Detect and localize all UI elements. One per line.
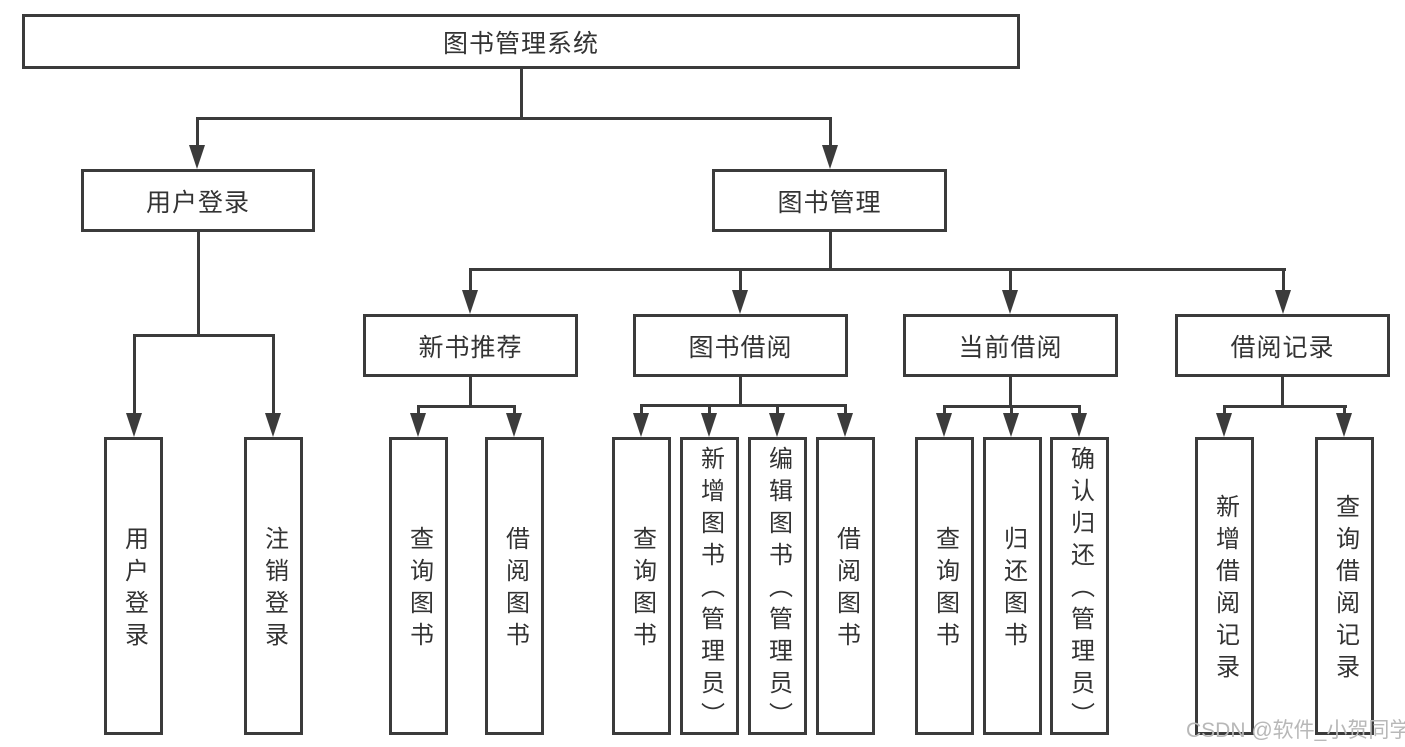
leaf-borrow-books-borrowing: 借阅图书: [816, 437, 875, 735]
arrow-down-icon: [1336, 413, 1352, 437]
leaf-label: 注销登录: [260, 526, 288, 654]
node-label: 用户登录: [145, 188, 250, 217]
connector-line: [640, 407, 643, 414]
arrow-down-icon: [701, 413, 717, 437]
node-book-borrowing: 图书借阅: [633, 314, 848, 377]
connector-line: [739, 271, 742, 291]
leaf-logout: 注销登录: [244, 437, 303, 735]
leaf-add-book-admin: 新增图书（管理员）: [680, 437, 739, 735]
connector-line: [197, 232, 200, 336]
connector-line: [272, 337, 275, 414]
node-label: 当前借阅: [958, 333, 1063, 362]
connector-line: [133, 334, 275, 337]
leaf-add-borrow-record: 新增借阅记录: [1195, 437, 1254, 735]
connector-line: [1223, 408, 1226, 414]
leaf-query-books-recommend: 查询图书: [389, 437, 448, 735]
leaf-query-books-borrowing: 查询图书: [612, 437, 671, 735]
node-new-book-recommendation: 新书推荐: [363, 314, 578, 377]
arrow-down-icon: [1003, 413, 1019, 437]
arrow-down-icon: [506, 413, 522, 437]
connector-line: [1282, 271, 1285, 291]
leaf-label: 新增图书（管理员）: [696, 446, 724, 734]
arrow-down-icon: [410, 413, 426, 437]
leaf-label: 查询图书: [931, 526, 959, 654]
arrow-down-icon: [769, 413, 785, 437]
connector-line: [1009, 271, 1012, 291]
arrow-down-icon: [822, 145, 838, 169]
node-user-login: 用户登录: [81, 169, 315, 232]
connector-line: [1281, 377, 1284, 407]
connector-line: [513, 408, 516, 414]
arrow-down-icon: [1216, 413, 1232, 437]
connector-line: [469, 377, 472, 407]
connector-line: [1223, 405, 1347, 408]
connector-line: [196, 117, 832, 120]
node-label: 新书推荐: [418, 333, 523, 362]
connector-line: [133, 337, 136, 414]
leaf-label: 借阅图书: [832, 526, 860, 654]
node-label: 借阅记录: [1230, 333, 1335, 362]
leaf-query-books-current: 查询图书: [915, 437, 974, 735]
connector-line: [1010, 408, 1013, 414]
leaf-label: 查询图书: [628, 526, 656, 654]
csdn-watermark: CSDN @软件_小贺同学: [1186, 719, 1405, 742]
leaf-label: 新增借阅记录: [1211, 494, 1239, 686]
connector-line: [739, 377, 742, 406]
node-book-management: 图书管理: [712, 169, 947, 232]
connector-line: [196, 119, 199, 146]
connector-line: [417, 408, 420, 414]
node-current-borrowing: 当前借阅: [903, 314, 1118, 377]
node-borrowing-records: 借阅记录: [1175, 314, 1390, 377]
leaf-return-books: 归还图书: [983, 437, 1042, 735]
node-root-library-management-system: 图书管理系统: [22, 14, 1020, 69]
leaf-label: 编辑图书（管理员）: [764, 446, 792, 734]
arrow-down-icon: [265, 413, 281, 437]
connector-line: [417, 405, 516, 408]
arrow-down-icon: [462, 290, 478, 314]
connector-line: [469, 268, 1286, 271]
leaf-query-borrow-record: 查询借阅记录: [1315, 437, 1374, 735]
leaf-label: 用户登录: [120, 526, 148, 654]
connector-line: [943, 405, 1081, 408]
node-label: 图书管理: [777, 188, 882, 217]
arrow-down-icon: [732, 290, 748, 314]
arrow-down-icon: [1275, 290, 1291, 314]
connector-line: [640, 404, 847, 407]
leaf-label: 归还图书: [999, 526, 1027, 654]
connector-line: [776, 407, 779, 414]
connector-line: [469, 271, 472, 291]
arrow-down-icon: [633, 413, 649, 437]
arrow-down-icon: [1071, 413, 1087, 437]
leaf-borrow-books-recommend: 借阅图书: [485, 437, 544, 735]
leaf-edit-book-admin: 编辑图书（管理员）: [748, 437, 807, 735]
connector-line: [1343, 408, 1346, 414]
arrow-down-icon: [189, 145, 205, 169]
leaf-label: 查询借阅记录: [1331, 494, 1359, 686]
connector-line: [844, 407, 847, 414]
node-label: 图书借阅: [688, 333, 793, 362]
leaf-confirm-return-admin: 确认归还（管理员）: [1050, 437, 1109, 735]
leaf-label: 查询图书: [405, 526, 433, 654]
node-label: 图书管理系统: [442, 29, 599, 58]
connector-line: [520, 69, 523, 119]
leaf-user-login: 用户登录: [104, 437, 163, 735]
connector-line: [829, 232, 832, 270]
arrow-down-icon: [936, 413, 952, 437]
connector-line: [943, 408, 946, 414]
leaf-label: 借阅图书: [501, 526, 529, 654]
leaf-label: 确认归还（管理员）: [1066, 446, 1094, 734]
arrow-down-icon: [837, 413, 853, 437]
arrow-down-icon: [1002, 290, 1018, 314]
arrow-down-icon: [126, 413, 142, 437]
connector-line: [708, 407, 711, 414]
connector-line: [1009, 377, 1012, 407]
connector-line: [1078, 408, 1081, 414]
connector-line: [829, 119, 832, 146]
